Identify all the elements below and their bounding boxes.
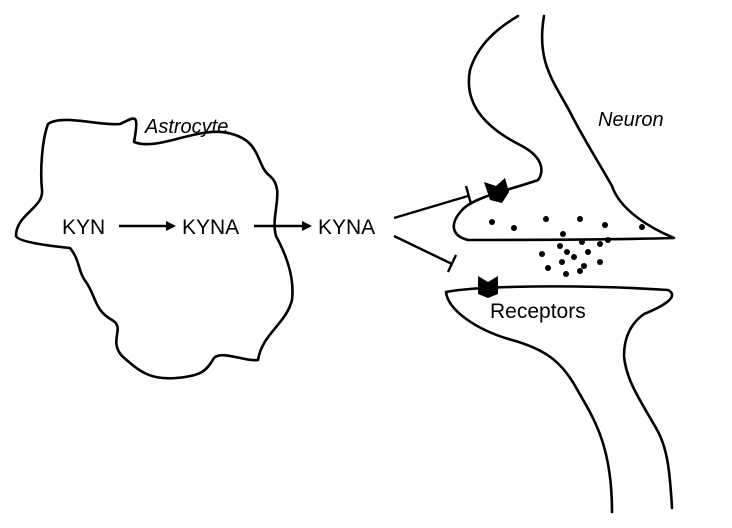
vesicle-dot [602,222,608,228]
inhibition-line-lower [393,234,453,266]
neurotransmitter-vesicles [489,216,645,277]
presynaptic-receptor-icon [484,178,509,203]
vesicle-dot [597,241,603,247]
inhibition-bar-upper [464,185,473,205]
vesicle-dot [557,243,563,249]
postsynaptic-receptor-icon [478,276,498,298]
presynaptic-terminal-outline [452,14,676,242]
kyna-astrocyte-label: KYNA [182,216,239,239]
vesicle-dot [585,249,591,255]
kyn-label: KYN [62,216,105,239]
vesicle-dot [597,259,603,265]
postsynaptic-terminal-outline [444,285,674,514]
vesicle-dot [545,265,551,271]
vesicle-dot [539,251,545,257]
inhibition-line-upper [393,194,469,220]
neuron-label: Neuron [598,109,664,131]
vesicle-dot [577,216,583,222]
vesicle-dot [489,219,495,225]
astrocyte-label: Astrocyte [144,116,228,138]
inhibition-bar-lower [446,254,458,273]
vesicle-dot [563,271,569,277]
vesicle-dot [605,237,611,243]
vesicle-dot [543,216,549,222]
vesicle-dot [571,254,577,260]
vesicle-dot [577,268,583,274]
vesicle-dot [639,224,645,230]
vesicle-dot [564,249,570,255]
vesicle-dot [559,259,565,265]
kyna-extracellular-label: KYNA [318,216,375,239]
vesicle-dot [560,231,566,237]
vesicle-dot [579,239,585,245]
vesicle-dot [581,263,587,269]
receptors-label: Receptors [490,300,586,323]
astrocyte-outline [14,117,294,380]
vesicle-dot [511,225,517,231]
